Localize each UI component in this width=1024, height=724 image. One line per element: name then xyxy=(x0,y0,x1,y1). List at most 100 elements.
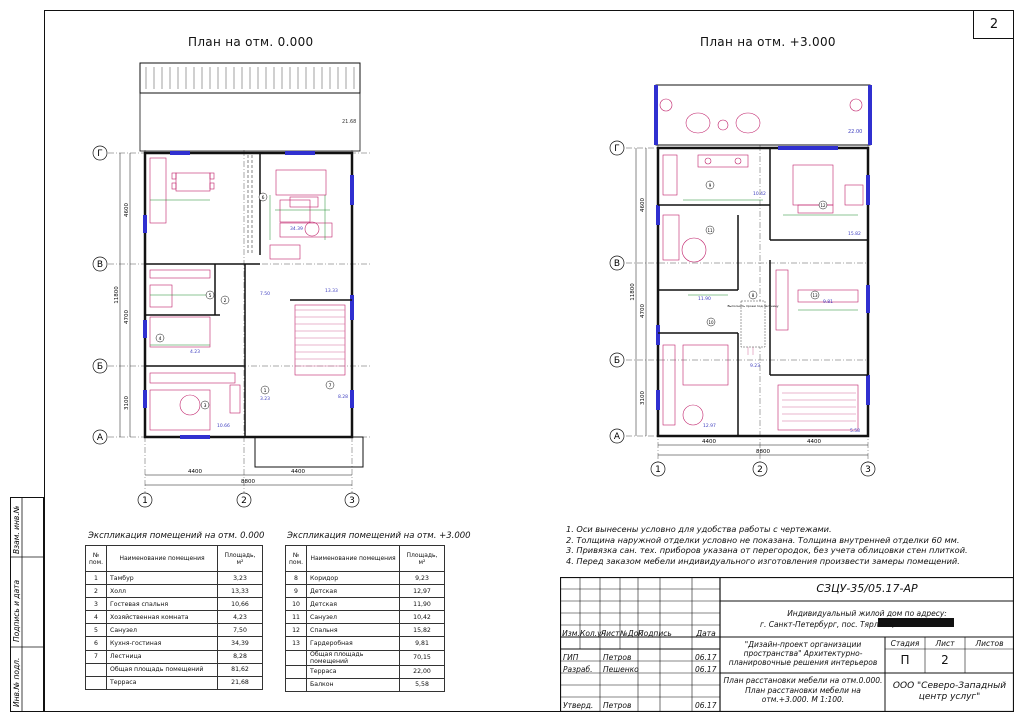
sheet-title: План расстановки мебели на отм.0.000. Пл… xyxy=(723,676,883,704)
upper-terrace-area: 22.00 xyxy=(848,129,862,135)
drawing-frame xyxy=(44,10,1014,712)
room-num-2: 2 xyxy=(224,298,227,304)
general-notes: 1. Оси вынесены условно для удобства раб… xyxy=(566,524,968,566)
col-header-num: № пом. xyxy=(284,545,308,572)
upper-room-num-12: 12 xyxy=(820,203,826,208)
role-developer: Разраб. xyxy=(563,665,593,674)
room-num-4: 4 xyxy=(159,336,162,342)
axis-label-B: Б xyxy=(97,362,103,372)
upper-room-num-10: 10 xyxy=(708,320,714,325)
upper-room-num-11: 11 xyxy=(707,228,713,233)
room-area-2: 13.33 xyxy=(325,288,338,294)
upper-dim-v-3: 3100 xyxy=(640,391,646,405)
room-area-4: 4.23 xyxy=(190,349,200,355)
sidebar-label-inv-original: Инв.№ подл. xyxy=(12,658,21,707)
upper-dim-total: 8800 xyxy=(756,449,770,455)
room-area-3: 10.66 xyxy=(217,423,230,429)
sheet-header: Лист xyxy=(935,639,955,648)
date-approved: 06.17 xyxy=(695,701,717,710)
axis-label-1: 1 xyxy=(142,496,148,506)
terrace-area: 21.68 xyxy=(342,119,356,125)
room-num-3: 3 xyxy=(204,403,207,409)
upper-floor-plan: Г В Б А 1 2 3 22.00 xyxy=(609,84,876,477)
ground-plan-title: План на отм. 0.000 xyxy=(188,35,314,49)
sidebar-label-sign-date: Подпись и дата xyxy=(12,579,21,642)
dim-half-left: 4400 xyxy=(188,469,202,475)
document-code: СЗЦУ-35/05.17-АР xyxy=(816,582,918,595)
upper-room-area-12: 15.82 xyxy=(848,231,861,237)
explication-ground-title: Экспликация помещений на отм. 0.000 xyxy=(88,531,265,541)
upper-room-area-8: 9.23 xyxy=(750,363,760,369)
room-area-7: 8.28 xyxy=(338,394,348,400)
room-area-5: 7.50 xyxy=(260,291,270,297)
room-num-5: 5 xyxy=(209,293,212,299)
object-line: Индивидуальный жилой дом по адресу: xyxy=(787,609,947,618)
note-3: 3. Привязка сан. тех. приборов указана о… xyxy=(566,545,968,556)
upper-axis-label-G: Г xyxy=(614,144,620,154)
sheet-number-box: 2 xyxy=(973,10,1014,39)
col-ndoc: №Док xyxy=(620,629,643,638)
upper-room-area-11: 10.42 xyxy=(753,191,766,197)
upper-axis-label-A: А xyxy=(614,432,621,442)
sheets-header: Листов xyxy=(975,639,1004,648)
upper-axis-label-B: Б xyxy=(614,356,620,366)
date-gip: 06.17 xyxy=(695,653,717,662)
address-line: г. Санкт-Петербург, пос. Тярлево, xyxy=(760,620,895,629)
title-block-grid xyxy=(560,577,1014,712)
room-area-1: 3.23 xyxy=(260,396,270,402)
col-data: Дата xyxy=(696,629,716,638)
upper-balcony-area: 5.58 xyxy=(850,428,860,434)
upper-dim-half-left: 4400 xyxy=(702,439,716,445)
axis-label-A: А xyxy=(97,433,104,443)
col-header-area: Площадь, м² xyxy=(399,545,445,572)
date-developer: 06.17 xyxy=(695,665,717,674)
sidebar-label-replace-inv: Взам. инв.№ xyxy=(12,505,21,554)
name-gip: Петров xyxy=(603,653,632,662)
project-name: "Дизайн-проект организации пространства"… xyxy=(728,640,878,667)
note-2: 2. Толщина наружной отделки условно не п… xyxy=(566,534,960,545)
stage-header: Стадия xyxy=(890,639,920,648)
upper-axis-label-3: 3 xyxy=(865,465,871,475)
upper-axis-label-2: 2 xyxy=(757,465,763,475)
room-num-7: 7 xyxy=(329,383,332,389)
note-4: 4. Перед заказом мебели индивидуального … xyxy=(566,555,960,566)
axis-label-V: В xyxy=(97,260,103,270)
col-list: Лист xyxy=(600,629,620,638)
col-izm: Изм. xyxy=(562,629,580,638)
note-1: 1. Оси вынесены условно для удобства раб… xyxy=(566,524,832,534)
axis-label-2: 2 xyxy=(241,496,247,506)
upper-room-area-9: 12.97 xyxy=(703,423,716,429)
upper-plan-title: План на отм. +3.000 xyxy=(700,35,836,49)
upper-room-area-10: 11.90 xyxy=(698,296,711,302)
room-num-6: 6 xyxy=(262,195,265,201)
dim-v-1: 4600 xyxy=(124,203,130,217)
room-area-6: 34.39 xyxy=(290,226,303,232)
title-block: Изм. Кол.уч Лист №Док Подпись Дата ГИП П… xyxy=(560,577,1014,712)
col-kolvo: Кол.уч xyxy=(580,629,606,638)
col-header-name: Наименование помещения xyxy=(306,545,400,572)
upper-stair-note: Выполнить проем под лестницу xyxy=(728,304,779,308)
col-podpis: Подпись xyxy=(638,629,672,638)
room-num-1: 1 xyxy=(264,388,267,394)
upper-dim-v-1: 4600 xyxy=(640,198,646,212)
ground-floor-plan: Г В Б А 1 2 3 21.68 xyxy=(92,62,370,508)
explication-upper-title: Экспликация помещений на отм. +3.000 xyxy=(287,531,471,541)
sheet-value: 2 xyxy=(941,653,949,667)
upper-dim-v-total: 11800 xyxy=(630,283,636,301)
role-gip: ГИП xyxy=(563,653,579,662)
